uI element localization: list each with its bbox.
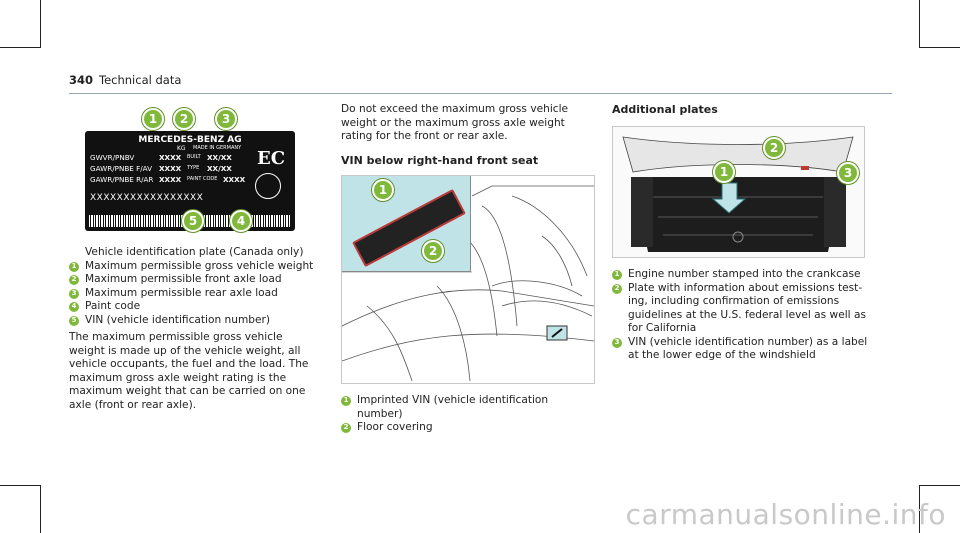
plate-value-3: XXXX bbox=[159, 175, 182, 184]
legend-number: 2 bbox=[341, 423, 351, 433]
ec-logo: EC bbox=[257, 148, 286, 169]
legend-number: 4 bbox=[69, 302, 79, 312]
seat-illustration bbox=[342, 185, 594, 382]
callout-1: 1 bbox=[372, 179, 394, 201]
figure-seat-vin: 1 2 bbox=[341, 175, 595, 384]
plate-legend: 1 Maximum permissible gross vehicle weigh… bbox=[69, 260, 319, 328]
legend-text: Maximum permissible front axle load bbox=[85, 273, 282, 285]
column-2: Do not exceed the maximum gross vehicle … bbox=[341, 103, 596, 167]
list-item: 3 Maximum permissible rear axle load bbox=[69, 287, 319, 301]
plate-brand: MERCEDES-BENZ AG bbox=[138, 135, 242, 145]
legend-number: 1 bbox=[69, 261, 79, 272]
plate-line-1: GWVR/PNBV bbox=[90, 153, 135, 162]
plate-vin: XXXXXXXXXXXXXXXXX bbox=[90, 193, 204, 203]
plate-type-value: XX/XX bbox=[207, 164, 232, 173]
legend-text: VIN (vehicle identification number) as a… bbox=[628, 335, 868, 362]
list-item: 1 Maximum permissible gross vehicle weigh… bbox=[69, 260, 319, 274]
list-item: 2 Floor covering bbox=[341, 421, 596, 435]
crop-mark bbox=[919, 0, 920, 48]
column-1: Vehicle identification plate (Canada onl… bbox=[69, 246, 319, 412]
list-item: 1 Engine number stamped into the crankcas… bbox=[612, 268, 874, 282]
body-paragraph: The maximum permissible gross vehicle we… bbox=[69, 331, 309, 411]
crop-mark bbox=[0, 47, 41, 48]
header-rule bbox=[69, 93, 892, 94]
engine-legend: 1 Engine number stamped into the crankcas… bbox=[612, 268, 874, 363]
crop-mark bbox=[40, 485, 41, 533]
legend-number: 2 bbox=[69, 275, 79, 285]
callout-2: 2 bbox=[422, 240, 444, 262]
plate-value-2: XXXX bbox=[159, 164, 182, 173]
seat-legend: 1 Imprinted VIN (vehicle identification n… bbox=[341, 394, 596, 435]
callout-1: 1 bbox=[142, 108, 164, 130]
seat-vin-inset bbox=[342, 176, 471, 272]
watermark: carmanualsonline.info bbox=[625, 498, 946, 531]
list-item: 3 VIN (vehicle identification number) as … bbox=[612, 336, 874, 363]
list-item: 5 VIN (vehicle identification number) bbox=[69, 314, 319, 328]
plate-line-3: GAWR/PNBE R/AR bbox=[90, 175, 154, 184]
legend-text: Maximum permissible rear axle load bbox=[85, 286, 278, 299]
engine-bay-illustration bbox=[613, 127, 864, 257]
crop-mark bbox=[919, 485, 920, 533]
section-heading: VIN below right-hand front seat bbox=[341, 153, 539, 167]
plate-built-label: BUILT bbox=[187, 154, 201, 160]
crop-mark bbox=[919, 485, 960, 486]
plate-paint-value: XXXX bbox=[223, 175, 246, 184]
legend-number: 2 bbox=[612, 283, 622, 294]
legend-number: 3 bbox=[612, 337, 622, 348]
intro-paragraph: Do not exceed the maximum gross vehicle … bbox=[341, 103, 569, 142]
legend-number: 5 bbox=[69, 315, 79, 326]
legend-text: Plate with information about emissions t… bbox=[628, 281, 867, 335]
plate-value-1: XXXX bbox=[159, 153, 182, 162]
list-item: 2 Maximum permissible front axle load bbox=[69, 273, 319, 287]
plate-line-2: GAWR/PNBE F/AV bbox=[90, 164, 153, 173]
plate-caption: Vehicle identification plate (Canada onl… bbox=[85, 246, 304, 258]
legend-number: 1 bbox=[612, 270, 622, 280]
section-heading: Additional plates bbox=[612, 103, 718, 116]
plate-type-label: TYPE bbox=[187, 165, 200, 171]
crop-mark bbox=[40, 0, 41, 48]
callout-3: 3 bbox=[215, 108, 237, 130]
compliance-seal-icon bbox=[255, 173, 281, 199]
legend-text: VIN (vehicle identification number) bbox=[85, 313, 271, 326]
callout-5: 5 bbox=[182, 210, 204, 232]
callout-1: 1 bbox=[713, 161, 735, 183]
list-item: 1 Imprinted VIN (vehicle identification n… bbox=[341, 394, 596, 421]
plate-kg: KG bbox=[177, 145, 186, 152]
callout-3: 3 bbox=[837, 162, 859, 184]
arrow-down-icon bbox=[711, 182, 747, 214]
plate-built-value: XX/XX bbox=[207, 153, 232, 162]
legend-text: Engine number stamped into the crankcase bbox=[628, 268, 861, 280]
callout-4: 4 bbox=[230, 210, 252, 232]
legend-text: Floor covering bbox=[357, 421, 433, 433]
column-3: Additional plates bbox=[612, 103, 872, 117]
figure-engine-bay: 2 1 3 bbox=[612, 126, 865, 258]
callout-2: 2 bbox=[763, 137, 785, 159]
crop-mark bbox=[919, 47, 960, 48]
page-header: 340 Technical data bbox=[69, 73, 181, 87]
legend-text: Imprinted VIN (vehicle identification nu… bbox=[357, 394, 549, 420]
crop-mark bbox=[0, 485, 41, 486]
legend-text: Paint code bbox=[85, 300, 141, 312]
section-title: Technical data bbox=[99, 73, 182, 87]
callout-2: 2 bbox=[173, 108, 195, 130]
list-item: 2 Plate with information about emissions … bbox=[612, 282, 874, 336]
plate-made-in: MADE IN GERMANY bbox=[193, 145, 242, 151]
vin-plate-icon bbox=[352, 188, 466, 268]
page-number: 340 bbox=[69, 73, 94, 87]
legend-text: Maximum permissible gross vehicle weight bbox=[85, 259, 314, 272]
plate-paint-label: PAINT CODE bbox=[187, 176, 218, 182]
legend-number: 3 bbox=[69, 288, 79, 299]
legend-number: 1 bbox=[341, 396, 351, 406]
list-item: 4 Paint code bbox=[69, 300, 319, 314]
figure-label-plate: MERCEDES-BENZ AG MADE IN GERMANY KG GWVR… bbox=[69, 101, 312, 238]
